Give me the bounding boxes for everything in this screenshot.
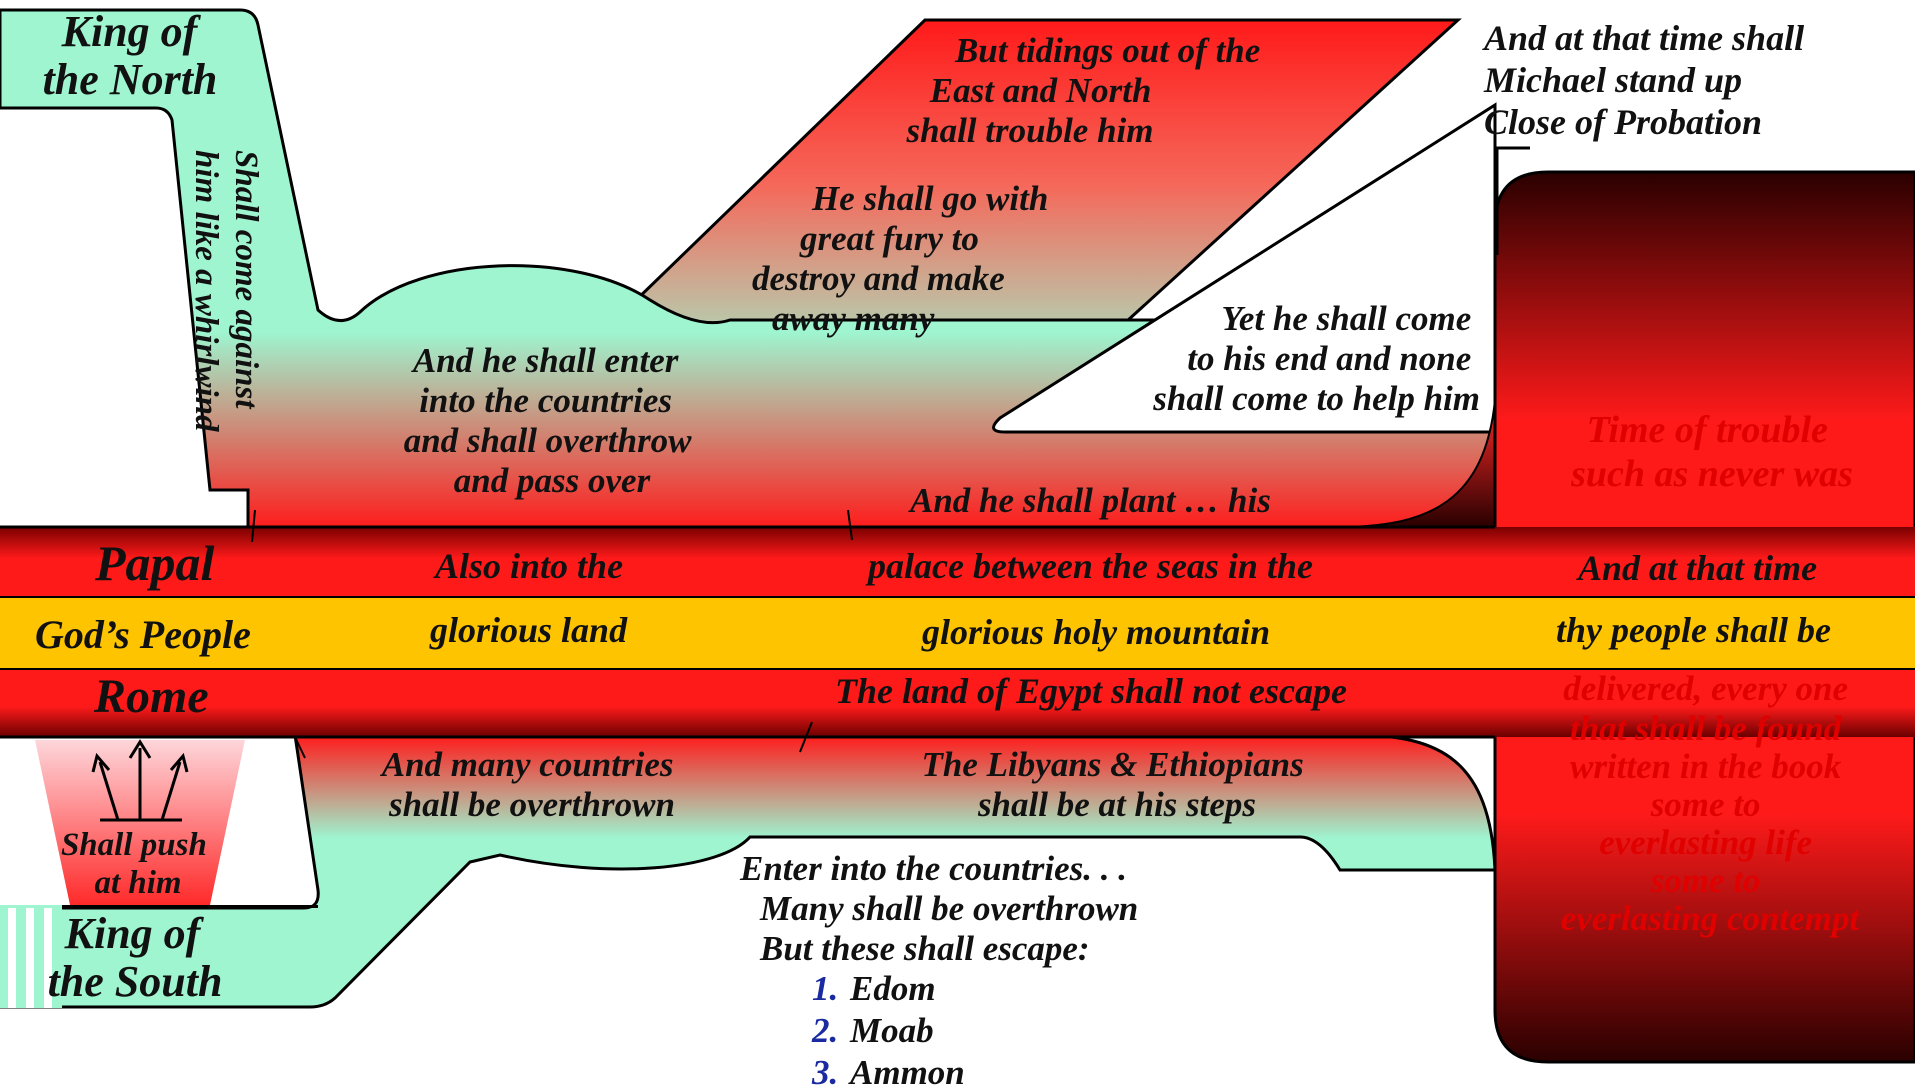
escapee-number: 3. <box>811 1053 838 1090</box>
plant-label: And he shall plant … his <box>908 481 1271 520</box>
tick-mark <box>847 509 853 541</box>
papal-band-text-1: Also into the <box>433 546 623 586</box>
push-funnel <box>35 740 245 905</box>
trouble-label: Time of trouble such as never was <box>1570 409 1853 495</box>
king-north-label: King of the North <box>43 7 218 104</box>
gods-people-band-text-2: glorious holy mountain <box>921 612 1270 652</box>
band-gods-people <box>0 597 1915 669</box>
left-stripes <box>0 905 62 1008</box>
band-papal <box>0 527 1915 597</box>
escapee-number: 2. <box>811 1011 838 1050</box>
whirlwind-label: Shall come against him like a whirlwind <box>188 150 264 432</box>
enter-list-label: Enter into the countries. . . Many shall… <box>739 849 1147 968</box>
tick-mark <box>799 721 813 753</box>
escapee-number: 1. <box>812 969 838 1008</box>
papal-band-text-2: palace between the seas in the <box>865 546 1313 586</box>
michael-label: And at that time shall Michael stand up … <box>1482 18 1813 142</box>
gods-people-band-name: God’s People <box>35 612 251 657</box>
king-south-label: King of the South <box>48 909 223 1006</box>
rome-band-name: Rome <box>93 670 209 723</box>
papal-band-name: Papal <box>94 535 215 591</box>
gods-people-band-text-1: glorious land <box>429 610 628 650</box>
papal-band-text-3: And at that time <box>1576 548 1817 588</box>
end-label: Yet he shall come to his end and none sh… <box>1152 299 1480 418</box>
push-label: Shall push at him <box>61 827 215 901</box>
tidings-label: But tidings out of the East and North sh… <box>905 31 1269 150</box>
escapee-name: Ammon <box>848 1053 965 1090</box>
many-countries-label: And many countries shall be overthrown <box>380 745 682 824</box>
escapee-name: Moab <box>849 1011 934 1050</box>
tick-mark <box>251 509 256 543</box>
king-south-whitebox <box>0 905 318 908</box>
band-rome <box>0 669 1915 737</box>
rome-band-text-1: The land of Egypt shall not escape <box>835 671 1347 711</box>
fury-label: He shall go with great fury to destroy a… <box>752 179 1057 338</box>
tick-mark <box>294 736 306 759</box>
enter-label: And he shall enter into the countries an… <box>404 341 701 500</box>
michael-bracket <box>1495 146 1530 255</box>
end-triangle <box>992 102 1497 434</box>
push-arrows <box>91 739 189 822</box>
delivered-label: delivered, every one that shall be found… <box>1561 669 1861 938</box>
escapee-name: Edom <box>849 969 936 1008</box>
gods-people-band-text-3: thy people shall be <box>1556 610 1831 650</box>
escapee-list: 1. Edom 2. Moab 3. Ammon <box>811 969 965 1090</box>
libyans-label: The Libyans & Ethiopians shall be at his… <box>922 745 1313 824</box>
